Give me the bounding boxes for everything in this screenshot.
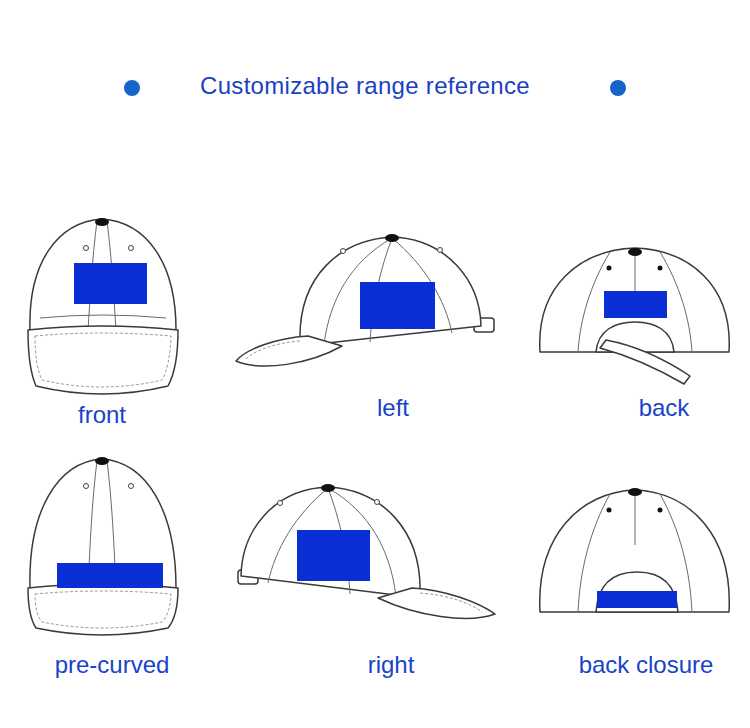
view-label: front [78, 402, 126, 428]
cap-left [236, 234, 494, 366]
cap-back-closure [540, 488, 730, 612]
cap-pre-curved [28, 457, 178, 635]
title-dot [124, 80, 140, 96]
view-label: left [377, 395, 409, 421]
cap-front [28, 218, 178, 394]
print-zone [297, 530, 370, 581]
title: Customizable range reference [200, 73, 530, 99]
print-zone [74, 263, 147, 304]
print-zone [57, 563, 163, 588]
print-zone [597, 591, 677, 608]
cap-right [238, 484, 495, 618]
view-label: pre-curved [55, 652, 170, 678]
view-label: back closure [579, 652, 714, 678]
view-label: back [639, 395, 690, 421]
title-dot [610, 80, 626, 96]
print-zone [604, 291, 667, 318]
view-label: right [368, 652, 415, 678]
cap-back [540, 248, 730, 384]
print-zone [360, 282, 435, 329]
